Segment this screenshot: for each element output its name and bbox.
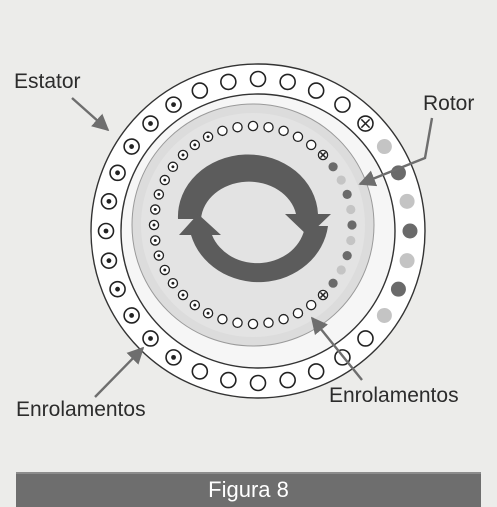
stator-conductor — [399, 193, 415, 209]
empty-circle-icon — [220, 371, 237, 389]
empty-circle-icon — [247, 120, 259, 132]
empty-circle-icon — [307, 363, 325, 380]
rotor-conductor — [342, 250, 352, 261]
empty-circle-icon — [232, 317, 243, 329]
estator-label: Estator — [14, 70, 81, 93]
empty-circle-icon — [305, 139, 317, 151]
stator-conductor — [402, 223, 418, 239]
empty-circle-icon — [217, 125, 228, 137]
rotor-conductor — [342, 189, 352, 200]
dot-in-circle-icon — [123, 307, 140, 324]
empty-circle-icon — [217, 313, 228, 325]
rotor-conductor — [336, 175, 346, 185]
empty-circle-icon — [232, 121, 243, 133]
dot-in-circle-icon — [142, 115, 159, 132]
empty-circle-icon — [278, 313, 289, 325]
dot-in-circle-icon — [159, 264, 171, 276]
dot-in-circle-icon — [148, 219, 160, 231]
stator-conductor — [376, 139, 392, 155]
dot-in-circle-icon — [149, 204, 161, 215]
dot-in-circle-icon — [167, 277, 179, 289]
dot-in-circle-icon — [100, 193, 118, 210]
dot-in-circle-icon — [123, 138, 140, 155]
rotor-conductor — [336, 265, 346, 275]
rotor-conductor — [328, 162, 338, 172]
dot-in-circle-icon — [202, 307, 214, 319]
enrolamentos-left-label: Enrolamentos — [16, 398, 146, 421]
enrolamentos-left-leader-line — [94, 346, 145, 398]
dot-in-circle-icon — [97, 222, 115, 240]
dot-in-circle-icon — [167, 161, 179, 173]
dot-in-circle-icon — [109, 164, 126, 182]
empty-circle-icon — [292, 131, 304, 143]
figure-caption-bar: Figura 8 — [16, 472, 481, 507]
stator-conductor — [390, 281, 406, 297]
empty-circle-icon — [247, 318, 259, 330]
empty-circle-icon — [249, 70, 267, 88]
dot-in-circle-icon — [165, 349, 182, 366]
empty-circle-icon — [305, 299, 317, 311]
rotor-conductor — [346, 235, 356, 246]
stator-conductor — [376, 307, 392, 323]
cross-in-circle-icon — [357, 115, 374, 132]
dot-in-circle-icon — [153, 189, 165, 200]
rotor-conductor — [328, 278, 338, 288]
rotor-label: Rotor — [423, 92, 475, 115]
dot-in-circle-icon — [109, 280, 126, 298]
rotation-arrow-bottom — [179, 214, 328, 283]
cross-in-circle-icon — [317, 149, 329, 161]
dot-in-circle-icon — [177, 289, 189, 301]
empty-circle-icon — [357, 330, 374, 347]
dot-in-circle-icon — [177, 149, 189, 161]
empty-circle-icon — [191, 82, 209, 99]
empty-circle-icon — [292, 307, 304, 319]
stator-winding — [97, 70, 418, 392]
dot-in-circle-icon — [159, 174, 171, 186]
empty-circle-icon — [307, 82, 325, 99]
circular-double-arrow-icon — [177, 154, 331, 283]
enrolamentos-right-label: Enrolamentos — [329, 384, 459, 407]
rotor-conductor — [347, 220, 357, 230]
dot-in-circle-icon — [189, 299, 201, 311]
dot-in-circle-icon — [202, 131, 214, 143]
dot-in-circle-icon — [100, 252, 118, 269]
rotor-core — [141, 113, 365, 337]
empty-circle-icon — [220, 73, 237, 91]
empty-circle-icon — [249, 374, 267, 392]
enrolamentos-right-leader-line — [310, 316, 363, 381]
empty-circle-icon — [191, 363, 209, 380]
empty-circle-icon — [263, 121, 274, 133]
dot-in-circle-icon — [149, 235, 161, 246]
dot-in-circle-icon — [189, 139, 201, 151]
dot-in-circle-icon — [142, 330, 159, 347]
estator-leader-line — [71, 97, 110, 132]
figure-caption: Figura 8 — [208, 477, 289, 502]
dot-in-circle-icon — [165, 96, 182, 113]
rotor-leader-line — [358, 117, 434, 187]
rotor-winding — [148, 120, 357, 330]
empty-circle-icon — [263, 317, 274, 329]
cross-in-circle-icon — [317, 289, 329, 301]
empty-circle-icon — [334, 96, 351, 113]
dot-in-circle-icon — [153, 250, 165, 261]
rotor-conductor — [346, 204, 356, 215]
stator-conductor — [399, 253, 415, 269]
empty-circle-icon — [278, 125, 289, 137]
empty-circle-icon — [279, 371, 296, 389]
rotation-arrow-top — [177, 154, 331, 236]
empty-circle-icon — [279, 73, 296, 91]
